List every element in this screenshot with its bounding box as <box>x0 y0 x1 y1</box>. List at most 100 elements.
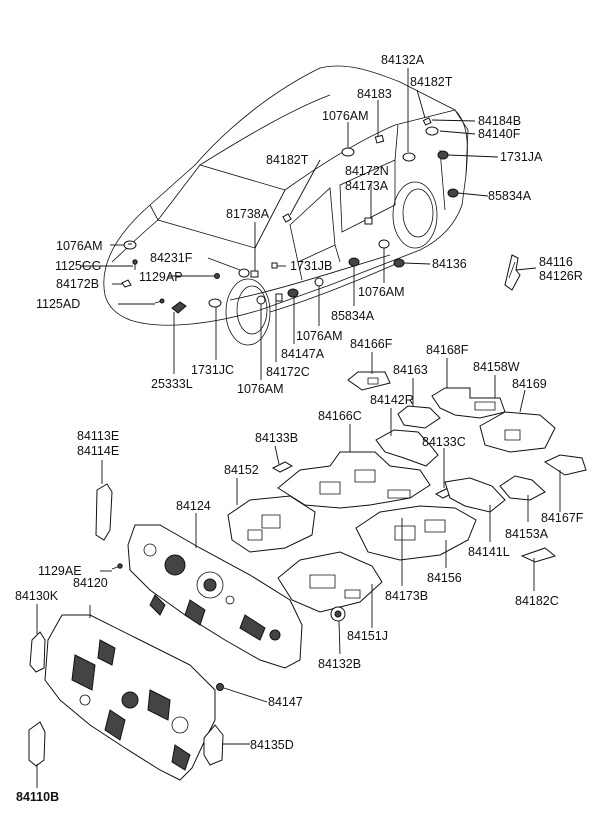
pad-84130K <box>29 631 46 673</box>
plug-1731JB <box>271 262 278 269</box>
label-1076AM-wheel: 1076AM <box>237 382 284 396</box>
plug-84132A <box>402 152 416 162</box>
dash-insulators <box>28 483 303 781</box>
label-84167F: 84167F <box>541 511 584 525</box>
label-84147: 84147 <box>268 695 303 709</box>
vehicle-body <box>103 65 469 346</box>
label-84182C: 84182C <box>515 594 559 608</box>
body-plugs <box>171 117 459 314</box>
plug-1076AM-side <box>378 239 390 249</box>
plug-1731JA <box>437 150 449 160</box>
label-84132B: 84132B <box>318 657 361 671</box>
pad-84166F <box>347 371 391 391</box>
label-84172N: 84172N <box>345 164 389 178</box>
label-25333L: 25333L <box>151 377 193 391</box>
label-84169: 84169 <box>512 377 547 391</box>
label-84168F: 84168F <box>426 343 469 357</box>
bracket-84116 <box>504 254 521 291</box>
plug-1076AM-sill <box>314 277 324 287</box>
pad-84113E <box>95 483 113 541</box>
label-84120: 84120 <box>73 576 108 590</box>
pad-84163 <box>397 405 441 429</box>
label-84173A: 84173A <box>345 179 389 193</box>
label-84133B: 84133B <box>255 431 298 445</box>
label-84116: 84116 <box>539 255 573 269</box>
plug-85834A-rear <box>447 188 459 198</box>
plug-1076AM-roof <box>341 147 355 157</box>
label-84182T-rear: 84182T <box>410 75 453 89</box>
plug-85834A-mid <box>348 257 360 267</box>
pad-84169 <box>479 411 556 453</box>
label-84126R: 84126R <box>539 269 583 283</box>
pad-84167F <box>543 454 587 476</box>
label-84172C: 84172C <box>266 365 310 379</box>
label-84184B: 84184B <box>478 114 521 128</box>
pad-84110B <box>28 721 46 767</box>
label-1129AE: 1129AE <box>38 564 82 578</box>
label-84166F: 84166F <box>350 337 393 351</box>
plug-84140F <box>425 126 439 136</box>
fastener-1076AM <box>123 240 137 250</box>
label-84173B: 84173B <box>385 589 428 603</box>
label-84152: 84152 <box>224 463 259 477</box>
floor-pads <box>227 371 587 622</box>
label-84158W: 84158W <box>473 360 520 374</box>
plug-81738A <box>250 270 259 278</box>
pad-84182C <box>520 547 557 563</box>
label-1076AM-left: 1076AM <box>56 239 103 253</box>
label-1125GG: 1125GG <box>55 259 101 273</box>
plug-84172C <box>275 293 283 302</box>
pad-84173B <box>277 551 383 613</box>
pad-84135D <box>203 724 224 766</box>
pad-84166C <box>277 451 431 509</box>
pad-84152 <box>227 495 316 553</box>
plug-84182T-rear <box>422 117 432 126</box>
label-84172B: 84172B <box>56 277 99 291</box>
bolt-1129AE <box>117 563 123 569</box>
label-84156: 84156 <box>427 571 462 585</box>
label-84166C: 84166C <box>318 409 362 423</box>
label-84110B: 84110B <box>16 790 59 804</box>
label-84182T-mid: 84182T <box>266 153 309 167</box>
label-84130K: 84130K <box>15 589 59 603</box>
grommet-84147 <box>216 683 224 691</box>
label-84153A: 84153A <box>505 527 549 541</box>
label-84141L: 84141L <box>468 545 510 559</box>
plug-84147A <box>287 288 299 298</box>
label-81738A: 81738A <box>226 207 270 221</box>
pad-84142R <box>375 429 439 467</box>
label-84135D: 84135D <box>250 738 294 752</box>
pad-84156 <box>355 505 477 561</box>
plug-84182T-mid <box>282 213 292 223</box>
label-84151J: 84151J <box>347 629 388 643</box>
label-84133C: 84133C <box>422 435 466 449</box>
pad-84153A <box>499 475 546 501</box>
label-85834A-mid: 85834A <box>331 309 375 323</box>
pad-84141L <box>444 477 506 513</box>
plug-84173A <box>364 217 373 225</box>
plug-84136 <box>393 258 405 268</box>
label-1076AM-roof: 1076AM <box>322 109 369 123</box>
label-84113E: 84113E <box>77 429 119 443</box>
label-1129AP: 1129AP <box>139 270 183 284</box>
plug-1731JC <box>208 298 222 308</box>
label-1731JA: 1731JA <box>500 150 543 164</box>
label-84132A: 84132A <box>381 53 425 67</box>
clip-84133B <box>271 461 294 473</box>
part-labels: 84132A 84182T 84183 84184B 1076AM 84140F… <box>15 53 584 804</box>
fastener-1129AP <box>214 273 220 279</box>
label-1731JB: 1731JB <box>290 259 332 273</box>
label-84136: 84136 <box>432 257 467 271</box>
label-84142R: 84142R <box>370 393 414 407</box>
plug-84231F <box>238 268 250 278</box>
label-85834A-rear: 85834A <box>488 189 532 203</box>
label-84124: 84124 <box>176 499 211 513</box>
loose-fasteners <box>121 240 220 304</box>
fastener-1125GG <box>132 259 138 265</box>
label-84147A: 84147A <box>281 347 325 361</box>
plug-84183 <box>374 134 385 144</box>
label-84163: 84163 <box>393 363 428 377</box>
fastener-1125AD <box>159 298 165 304</box>
